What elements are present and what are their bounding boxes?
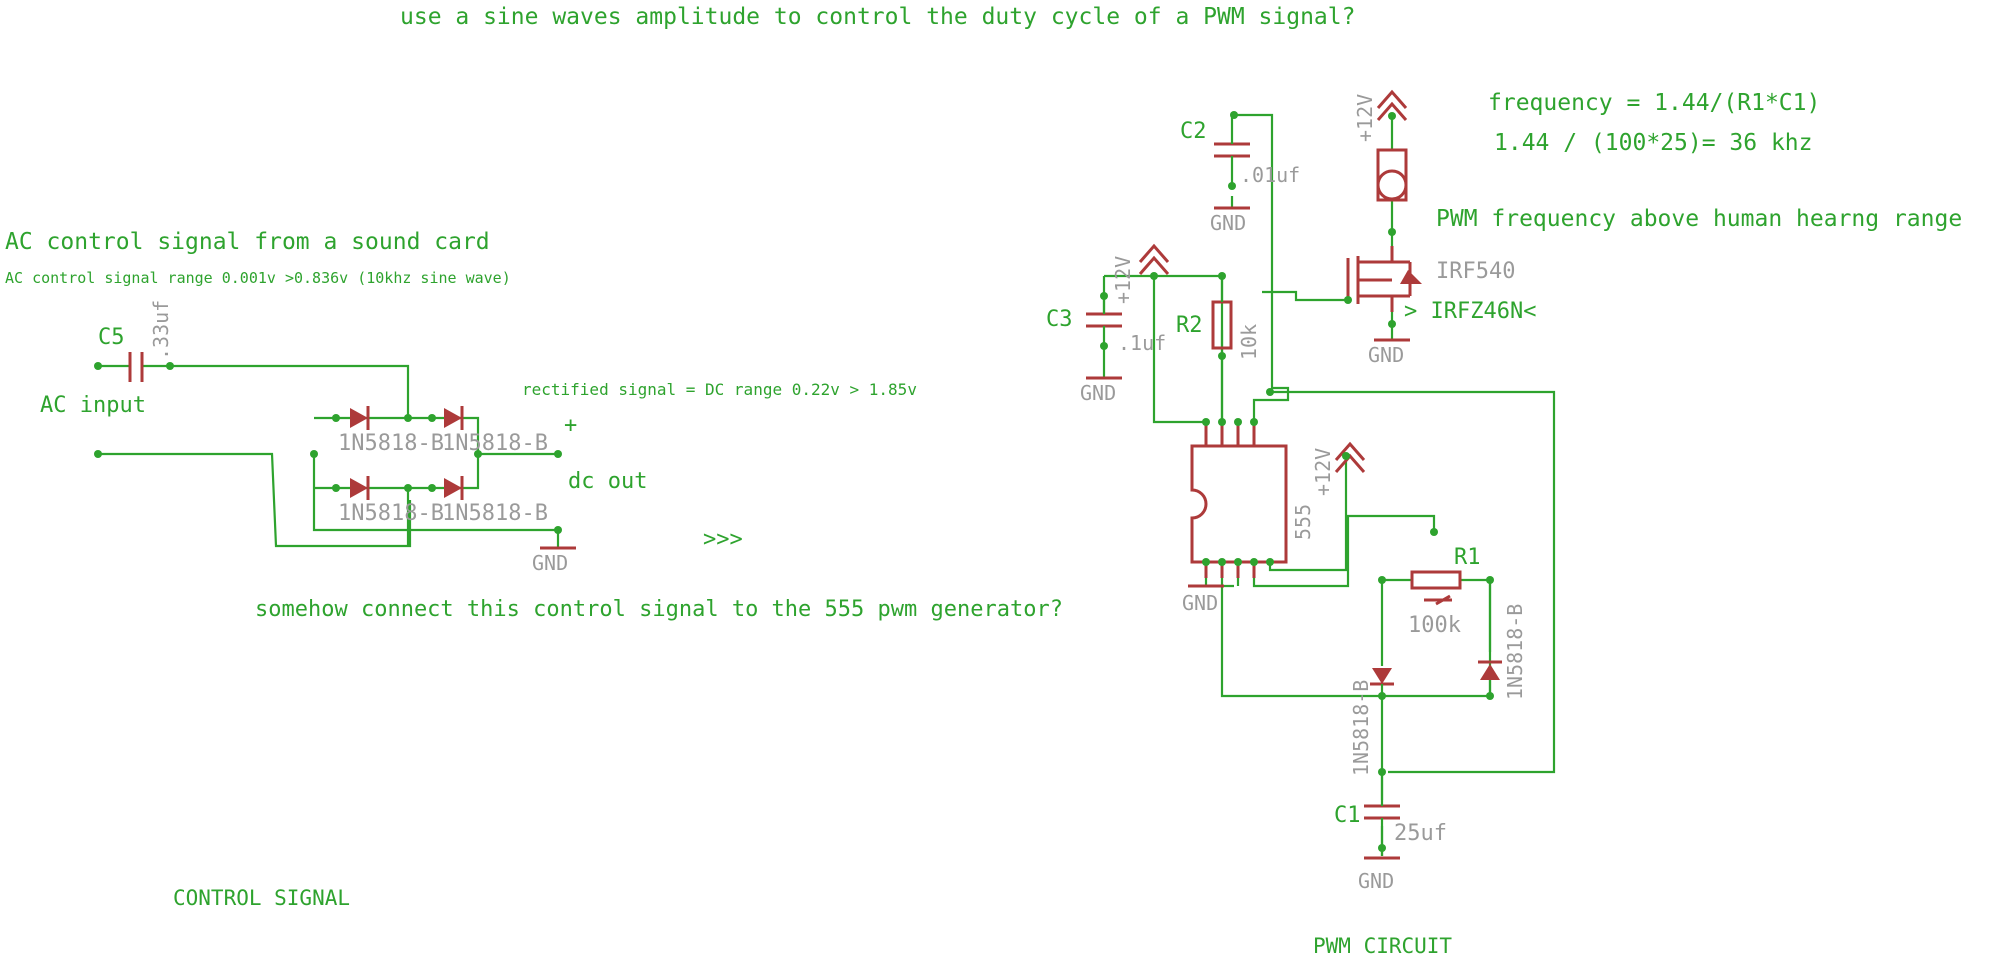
c2-gnd-label: GND	[1210, 211, 1246, 235]
diode-d1-label: 1N5818-B	[338, 431, 444, 456]
diode-d5	[1370, 668, 1394, 686]
vcc-top-label: +12V	[1353, 94, 1377, 142]
diode-d6	[1478, 660, 1502, 680]
wire	[1252, 514, 1436, 588]
control-gnd-label: GND	[532, 551, 568, 575]
diode-d4-label: 1N5818-B	[442, 501, 548, 526]
wire	[98, 452, 412, 548]
diode-d2	[444, 406, 464, 430]
vcc-arrow	[1334, 441, 1366, 461]
wire	[1262, 290, 1348, 302]
c3-value: .1uf	[1118, 331, 1166, 355]
arrows-note: >>>	[703, 527, 743, 552]
question-note: use a sine waves amplitude to control th…	[400, 4, 1355, 30]
c3-gnd-label: GND	[1080, 381, 1116, 405]
diode-d6-label: 1N5818-B	[1503, 604, 1527, 700]
rectified-note: rectified signal = DC range 0.22v > 1.85…	[522, 380, 917, 399]
junction-dots	[94, 362, 562, 534]
pwm-section-label: PWM CIRCUIT	[1313, 934, 1452, 958]
vcc-arrow	[1334, 453, 1366, 473]
c1-value: 25uf	[1394, 821, 1447, 846]
mosfet-alt-label: > IRFZ46N<	[1404, 299, 1536, 324]
r1-name: R1	[1454, 545, 1481, 570]
junction-dots	[1100, 111, 1494, 852]
c3-vcc-label: +12V	[1111, 256, 1135, 304]
c5-value: .33uf	[149, 300, 173, 360]
mosfet-gnd-label: GND	[1368, 343, 1404, 367]
vcc-arrow	[1138, 243, 1170, 263]
ac-input-label: AC input	[40, 393, 146, 418]
control-section-label: CONTROL SIGNAL	[173, 886, 350, 910]
c2-name: C2	[1180, 119, 1207, 144]
c5-name: C5	[98, 325, 125, 350]
c2-value: .01uf	[1240, 163, 1300, 187]
ic-vcc-label: +12V	[1311, 448, 1335, 496]
c1-gnd-label: GND	[1358, 869, 1394, 893]
diode-d5-label: 1N5818-B	[1349, 680, 1373, 776]
diode-d1	[350, 406, 370, 430]
r1-value: 100k	[1408, 613, 1461, 638]
freq-formula-note: frequency = 1.44/(R1*C1)	[1488, 90, 1820, 116]
mosfet-symbol	[1346, 246, 1422, 312]
c3-name: C3	[1046, 307, 1073, 332]
r1-body	[1410, 570, 1462, 590]
dc-out-label: dc out	[568, 469, 647, 494]
diode-d2-label: 1N5818-B	[442, 431, 548, 456]
vcc-arrow	[1376, 101, 1408, 121]
load-circle	[1376, 169, 1408, 201]
ac-range-note: AC control signal range 0.001v >0.836v (…	[5, 269, 511, 287]
wire	[142, 364, 410, 418]
c1-name: C1	[1334, 803, 1361, 828]
ic-label: 555	[1291, 504, 1315, 540]
pwm-circuit: C2 .01uf GND +12V IRF540 > IRFZ46N< GND	[1046, 89, 1556, 893]
plus-label: +	[564, 413, 577, 438]
mosfet-label: IRF540	[1436, 259, 1515, 284]
vcc-arrow	[1376, 89, 1408, 109]
diode-d4	[444, 476, 464, 500]
freq-calc-note: 1.44 / (100*25)= 36 khz	[1494, 130, 1813, 156]
pwm-note: PWM frequency above human hearng range	[1436, 206, 1962, 232]
vcc-arrow	[1138, 255, 1170, 275]
r2-value: 10k	[1237, 324, 1261, 360]
diode-d3-label: 1N5818-B	[338, 501, 444, 526]
ic-gnd-label: GND	[1182, 591, 1218, 615]
ac-title-note: AC control signal from a sound card	[5, 229, 490, 255]
wire	[312, 454, 558, 532]
wire	[1234, 113, 1290, 424]
connect-note: somehow connect this control signal to t…	[255, 597, 1063, 622]
diode-d3	[350, 476, 370, 500]
control-circuit: C5 .33uf AC input 1N5818-B 1N5818-B 1N58…	[40, 300, 647, 575]
ic-555	[1190, 424, 1288, 578]
r2-name: R2	[1176, 313, 1203, 338]
wire	[1270, 390, 1556, 774]
wire	[1204, 562, 1234, 588]
